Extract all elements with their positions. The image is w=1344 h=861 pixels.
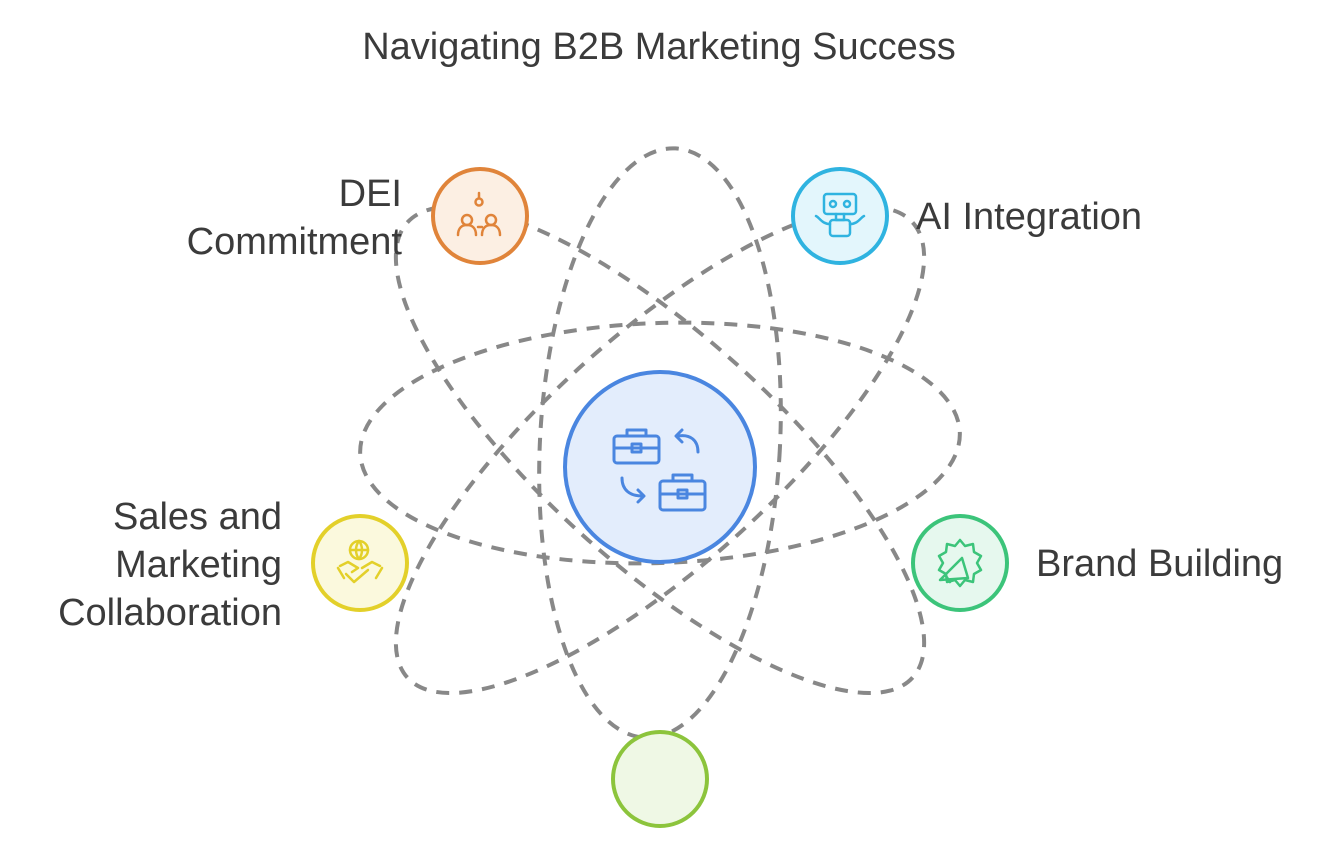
orbit-diagonal-right	[393, 204, 927, 696]
node-sales	[311, 514, 409, 612]
node-dei	[431, 167, 529, 265]
megaphone-badge-icon	[937, 538, 983, 588]
label-dei: DEI Commitment	[100, 170, 402, 266]
node-ai	[791, 167, 889, 265]
node-brand	[911, 514, 1009, 612]
label-dei-line-1: DEI	[338, 173, 402, 215]
orbit-vertical	[537, 146, 783, 740]
label-ai: AI Integration	[916, 193, 1236, 241]
robot-icon	[814, 192, 866, 238]
diverse-people-icon	[456, 191, 502, 237]
label-sales-line-1: Sales and	[112, 496, 282, 538]
briefcase-exchange-icon	[612, 428, 707, 512]
orbit-diagonal-left	[393, 204, 927, 696]
diagram-title: Navigating B2B Marketing Success	[362, 26, 956, 68]
label-brand-line-1: Brand Building	[1036, 543, 1284, 585]
label-sales: Sales and Marketing Collaboration	[20, 493, 282, 637]
handshake-globe-icon	[336, 539, 384, 584]
label-sales-line-2: Marketing	[115, 544, 282, 586]
label-ai-line-1: AI Integration	[916, 196, 1143, 238]
node-bottom	[611, 730, 709, 828]
center-node	[563, 370, 757, 564]
label-sales-line-3: Collaboration	[58, 592, 282, 634]
label-dei-line-2: Commitment	[186, 221, 402, 263]
label-brand: Brand Building	[1036, 540, 1336, 588]
